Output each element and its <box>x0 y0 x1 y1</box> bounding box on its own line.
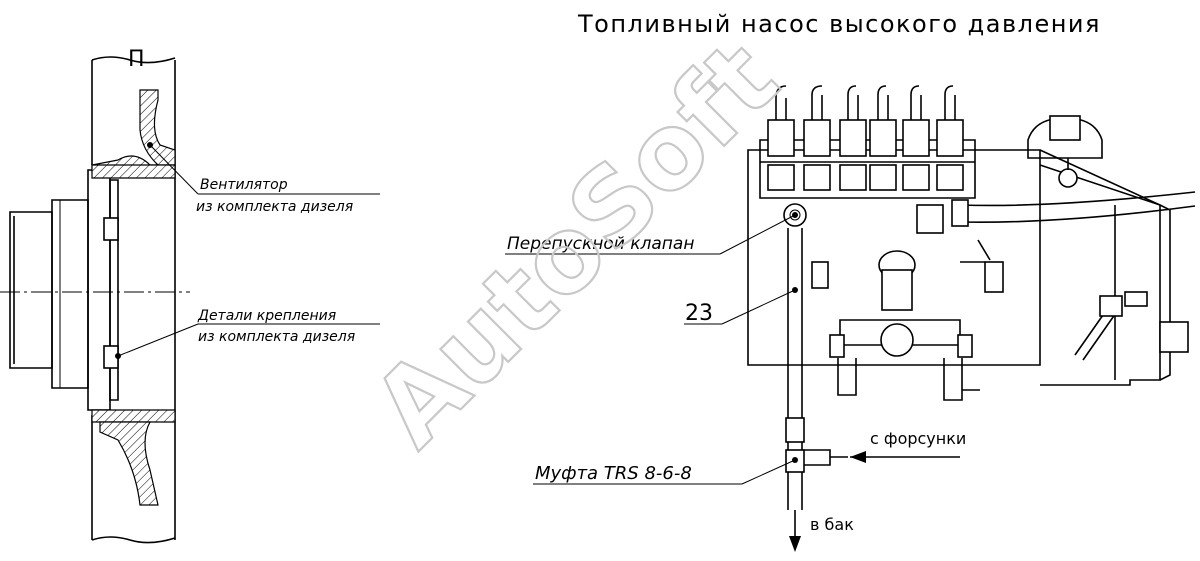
view-label: П <box>128 47 145 72</box>
item-number: 23 <box>685 301 713 326</box>
callout-coupling: Муфта TRS 8-6-8 <box>533 457 798 485</box>
control-levers <box>960 239 1189 361</box>
watermark: AutoSoft <box>349 18 801 470</box>
pump-title: Топливный насос высокого давления <box>577 10 1101 38</box>
callout-bypass-valve-text: Перепускной клапан <box>507 234 694 254</box>
callout-fasteners-line2: из комплекта дизеля <box>198 329 355 345</box>
callout-fasteners-line1: Детали крепления <box>197 308 336 324</box>
callout-item-23: 23 <box>684 287 798 326</box>
section-view-fan-mount <box>0 56 190 544</box>
callout-fan: Вентилятор из комплекта дизеля <box>147 142 380 215</box>
arrow-from-injectors: с форсунки <box>804 429 966 466</box>
callout-bypass-valve: Перепускной клапан <box>505 212 798 255</box>
injector-outlets <box>767 85 964 191</box>
from-injectors-label: с форсунки <box>870 429 966 448</box>
callout-fasteners: Детали крепления из комплекта дизеля <box>115 308 380 359</box>
callout-coupling-text: Муфта TRS 8-6-8 <box>535 463 692 484</box>
central-valve <box>829 250 980 401</box>
to-tank-label: в бак <box>810 515 854 534</box>
callout-fan-line1: Вентилятор <box>200 177 288 193</box>
callout-fan-line2: из комплекта дизеля <box>196 199 353 215</box>
fuel-pump-drawing <box>747 85 1196 510</box>
governor-assembly <box>1027 115 1103 188</box>
return-tube <box>785 228 805 510</box>
arrow-to-tank: в бак <box>789 510 854 552</box>
